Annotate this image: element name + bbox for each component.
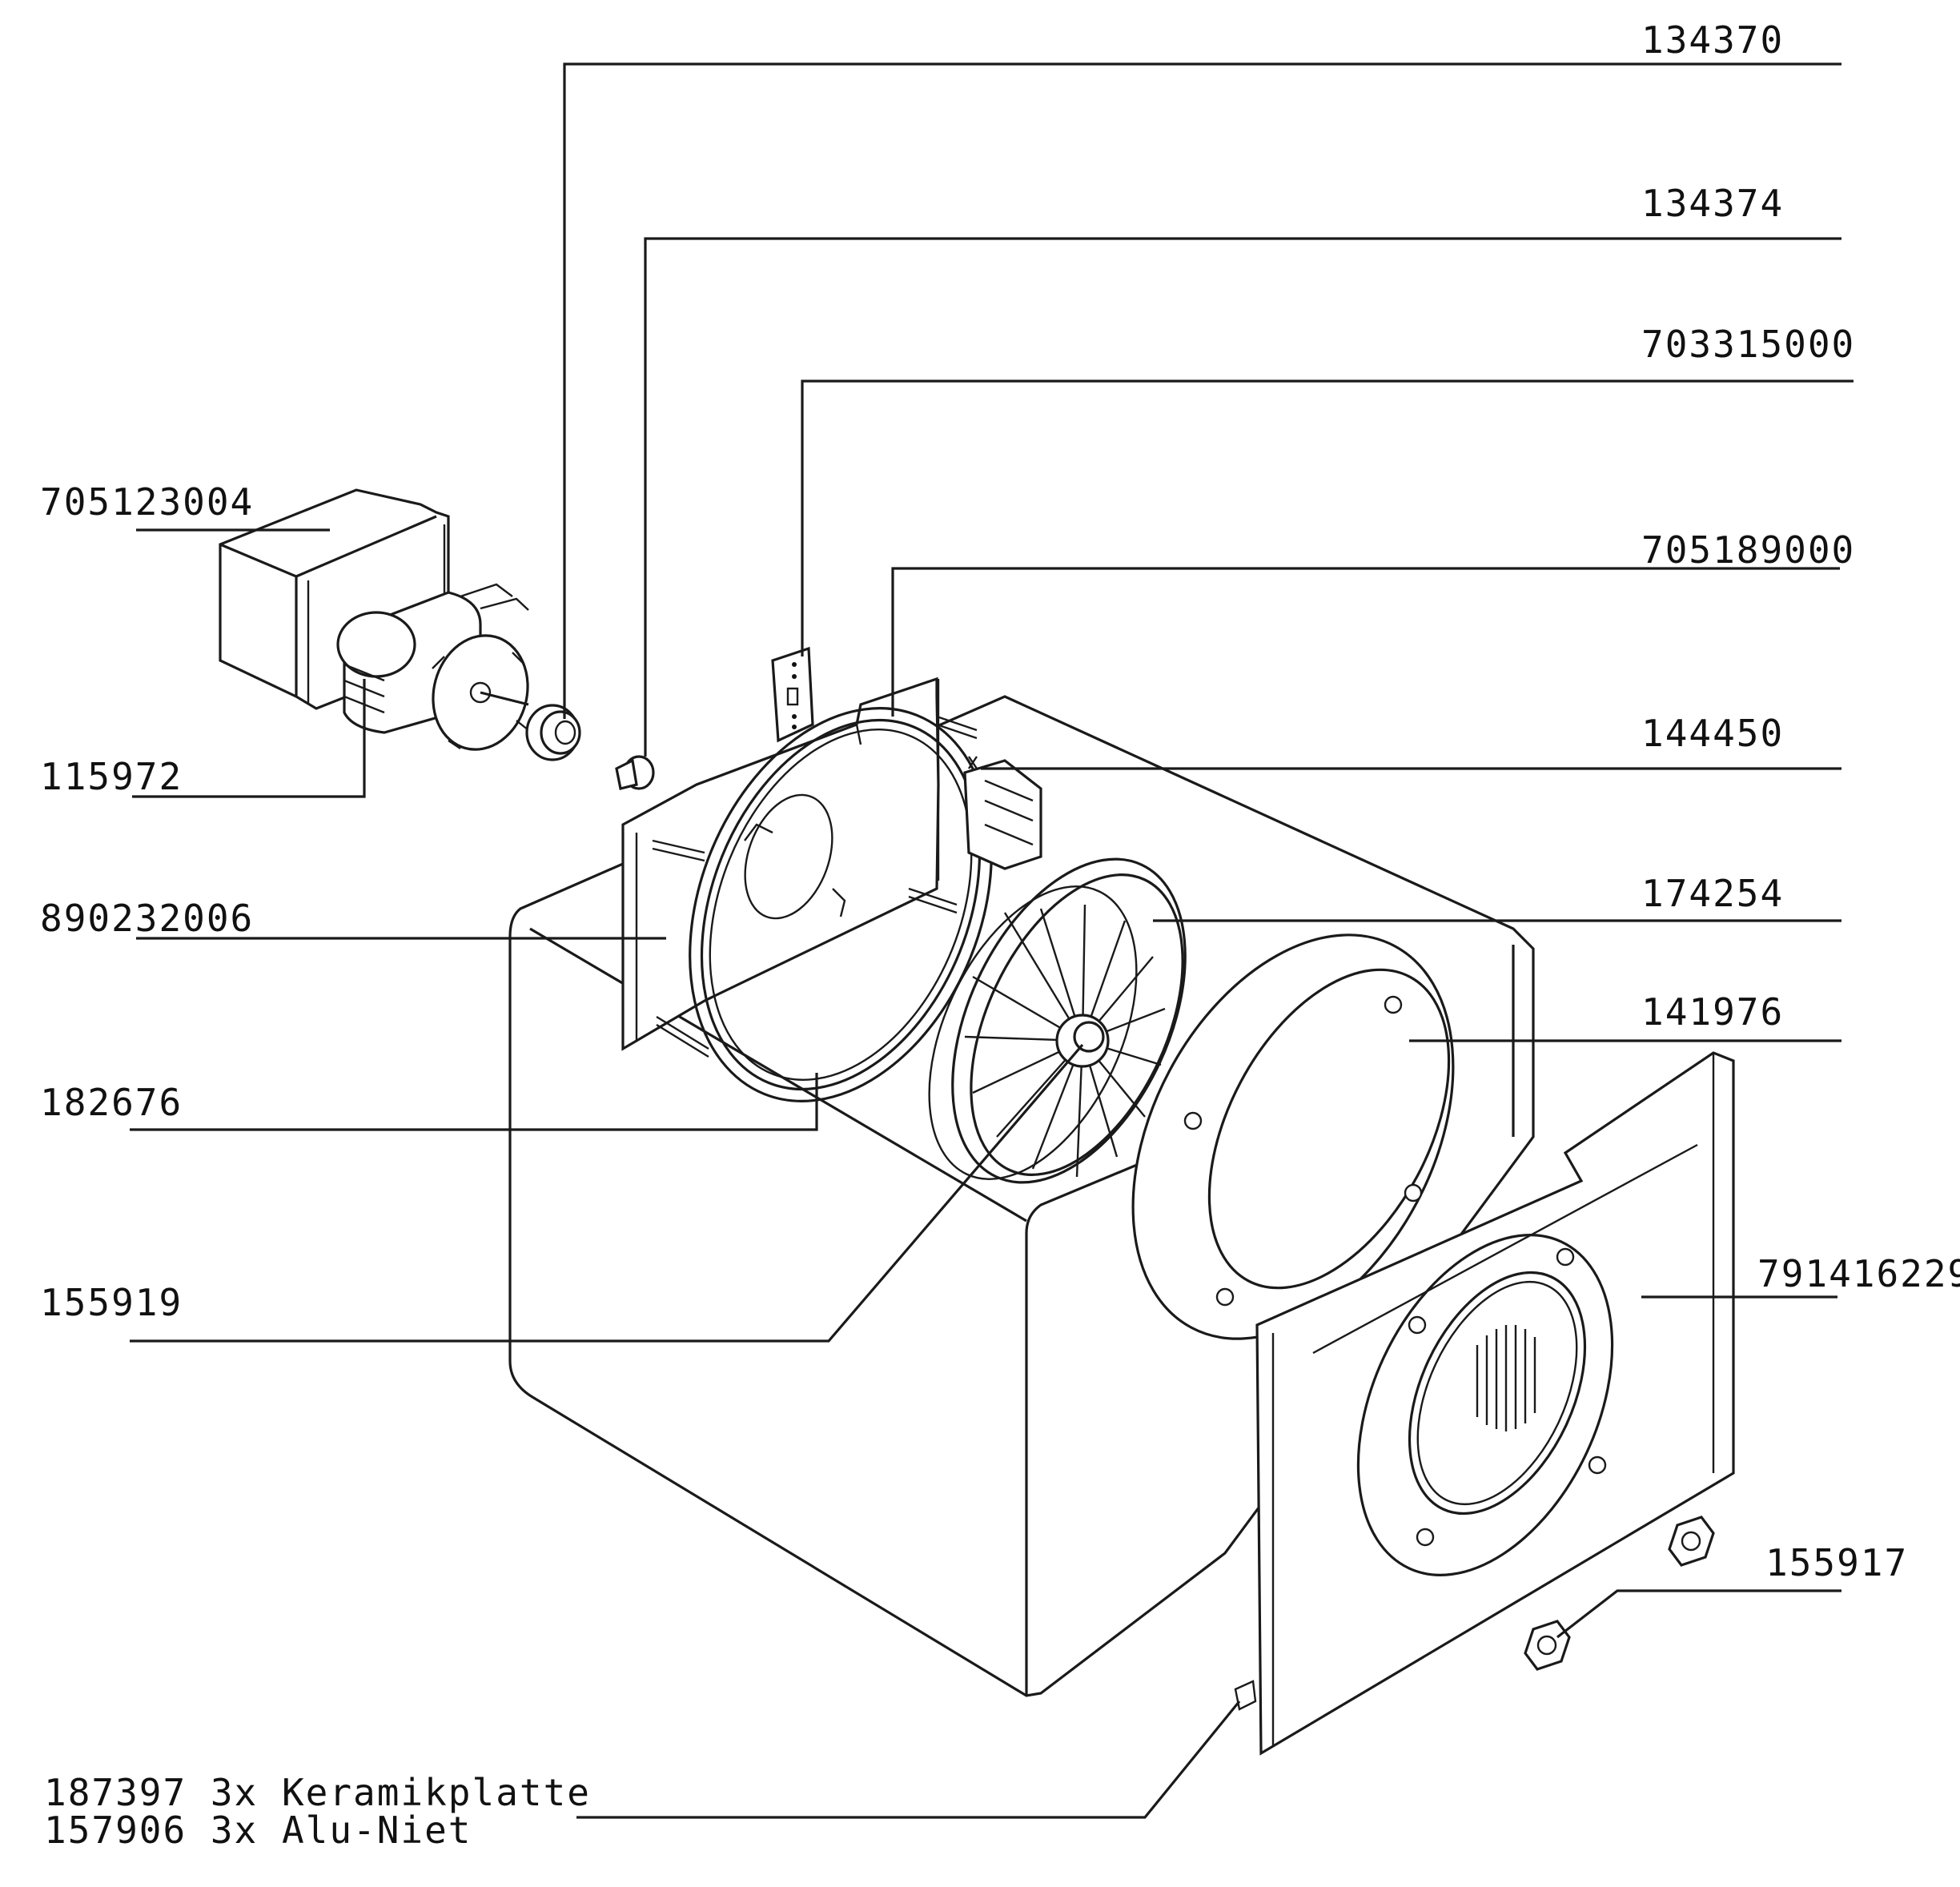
air-vent-grille (1476, 1325, 1536, 1431)
label-705189000: 705189000 (1641, 528, 1855, 572)
label-703315000: 703315000 (1641, 323, 1855, 366)
mounting-pins (652, 715, 978, 1058)
label-134370: 134370 (1641, 18, 1784, 62)
heating-element-ring (689, 707, 993, 1102)
label-890232006: 890232006 (40, 897, 254, 940)
label-182676: 182676 (40, 1081, 183, 1124)
note-keramikplatte: 187397 3x Keramikplatte (44, 1771, 591, 1814)
shaft-seal (525, 704, 581, 761)
rubber-grommet (615, 755, 655, 790)
fan-wheel (928, 857, 1187, 1184)
label-144450: 144450 (1641, 712, 1784, 755)
fan-motor (219, 488, 529, 751)
insulation-ring (1131, 933, 1455, 1340)
label-141976: 141976 (1641, 990, 1784, 1034)
front-cover-panel (1255, 1051, 1735, 1756)
label-791416229: 791416229 (1757, 1252, 1960, 1295)
label-155919: 155919 (40, 1281, 183, 1324)
thermostat-block (963, 756, 1042, 870)
label-705123004: 705123004 (40, 480, 254, 524)
part-number-labels: 134370 134374 703315000 705123004 705189… (40, 18, 1960, 1584)
label-155917: 155917 (1765, 1541, 1908, 1584)
thermal-switch-plate (771, 646, 814, 743)
label-174254: 174254 (1641, 872, 1784, 915)
ceramic-plate-clip (1234, 1680, 1257, 1711)
label-134374: 134374 (1641, 182, 1784, 225)
bottom-notes: 187397 3x Keramikplatte 157906 3x Alu-Ni… (44, 1771, 591, 1852)
leader-lines (130, 62, 1854, 1819)
hex-nuts (1524, 1516, 1715, 1671)
label-115972: 115972 (40, 755, 183, 798)
note-alu-niet: 157906 3x Alu-Niet (44, 1809, 472, 1852)
